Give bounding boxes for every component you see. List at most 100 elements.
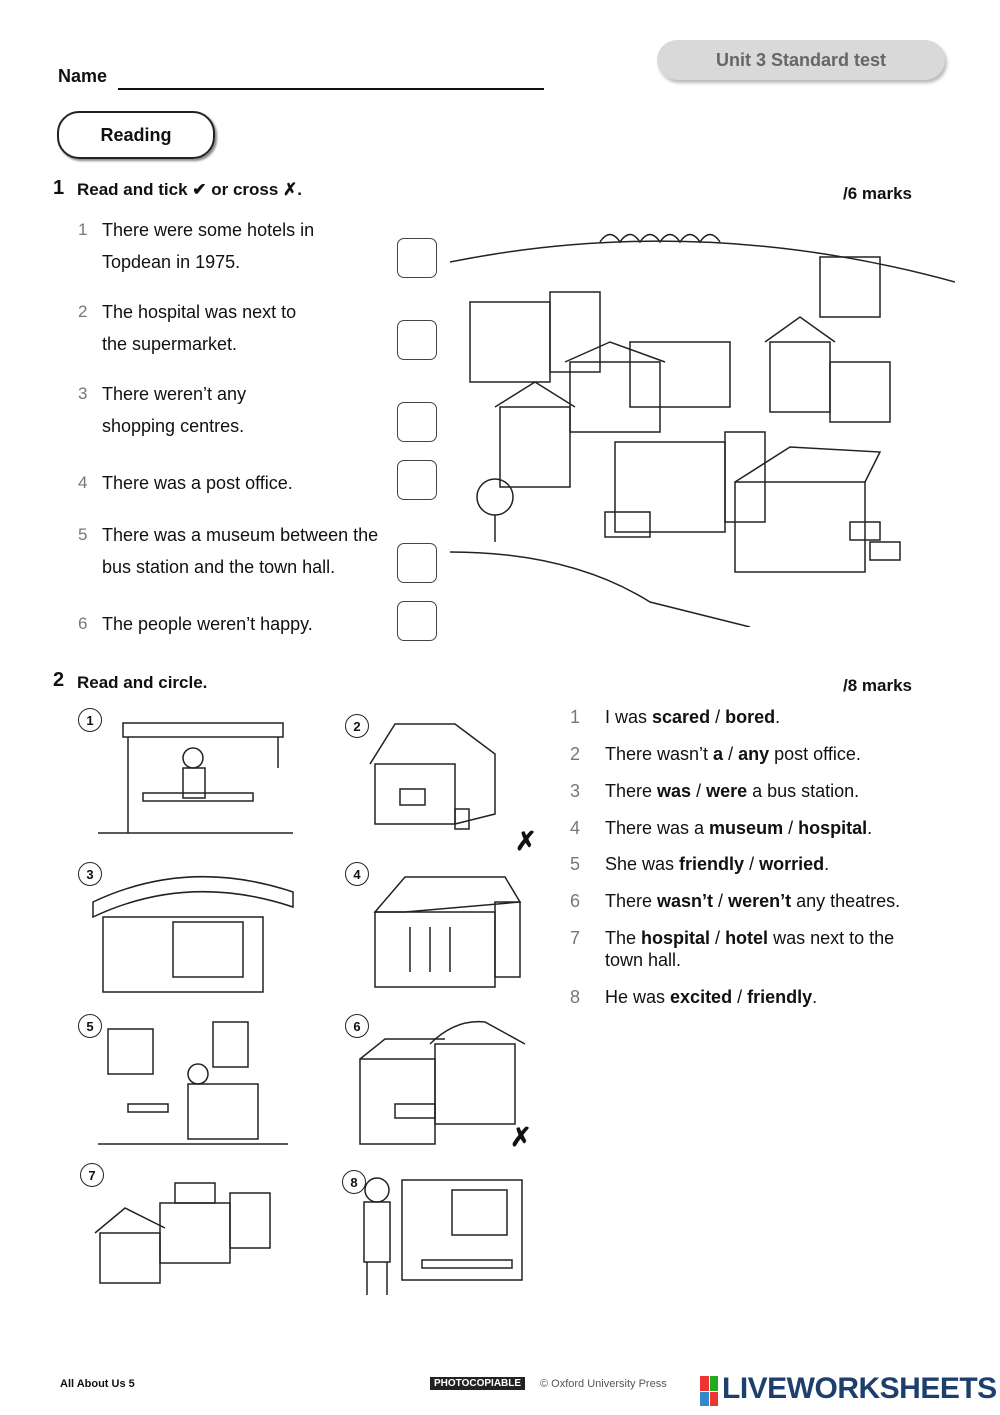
sentence-fragment: was next to the town hall. [605,928,895,970]
answer-option[interactable]: was [657,781,692,801]
sentence-fragment: a bus station. [747,781,860,801]
question-number: 4 [78,473,88,492]
reading-heading: Reading [57,111,215,159]
picture-number: 4 [345,862,369,886]
picture-2-illustration [369,723,496,830]
sentence-text: There wasn’t a / any post office. [605,743,935,765]
sentence-fragment: . [867,818,873,838]
name-field[interactable] [118,88,544,90]
unit-title: Unit 3 Standard test [657,40,945,80]
sentence-text: There wasn’t / weren’t any theatres. [605,890,935,912]
sentence-fragment: . [812,987,818,1007]
liveworksheets-logo-icon [700,1376,718,1406]
answer-option[interactable]: were [706,781,748,801]
section-2-title: Read and circle. [77,673,208,692]
section-1-title: Read and tick ✔ or cross ✗. [77,180,303,199]
sentence-number: 3 [570,781,581,801]
question-number: 5 [78,525,88,544]
answer-option[interactable]: scared [652,707,711,727]
sentence-number: 4 [570,818,581,838]
answer-option[interactable]: museum [709,818,784,838]
sentence-fragment: . [775,707,781,727]
answer-option[interactable]: weren’t [728,891,792,911]
section-2-marks: /8 marks [843,676,912,695]
picture-number: 7 [80,1163,104,1187]
sentence-number: 8 [570,987,581,1007]
sentence-text: I was scared / bored. [605,706,935,728]
answer-option[interactable]: any [738,744,770,764]
section-1-number: 1 [53,177,65,199]
answer-box-3[interactable] [397,402,437,442]
question-number: 2 [78,302,88,321]
sentence-number: 7 [570,928,581,948]
answer-option[interactable]: worried [759,854,825,874]
answer-box-1[interactable] [397,238,437,278]
question-text: The hospital was next to the supermarket… [102,302,297,354]
section-2-number: 2 [53,669,65,691]
sentence-fragment: There [605,891,658,911]
picture-number: 6 [345,1014,369,1038]
sentence-fragment: The [605,928,642,948]
sentence-text: The hospital / hotel was next to the tow… [605,927,935,971]
photocopiable-label: PHOTOCOPIABLE [430,1377,526,1390]
sentence-number: 2 [570,744,581,764]
sentence-fragment: / [710,707,726,727]
answer-option[interactable]: hospital [798,818,868,838]
answer-box-5[interactable] [397,543,437,583]
answer-box-2[interactable] [397,320,437,360]
sentence-fragment: / [723,744,739,764]
sentence-fragment: / [713,891,729,911]
picture-number: 3 [78,862,102,886]
question-text: There weren’t any shopping centres. [102,384,247,436]
answer-option[interactable]: friendly [679,854,745,874]
answer-option[interactable]: a [713,744,724,764]
picture-number: 8 [342,1170,366,1194]
sentence-fragment: There wasn’t [605,744,714,764]
answer-option[interactable]: friendly [747,987,813,1007]
sentence-fragment: I was [605,707,653,727]
sentence-fragment: / [744,854,760,874]
sentence-text: He was excited / friendly. [605,986,935,1008]
sentence-number: 6 [570,891,581,911]
picture-number: 2 [345,714,369,738]
sentence-fragment: / [710,928,726,948]
sentence-number: 5 [570,854,581,874]
question-text: There were some hotels in Topdean in 197… [102,220,315,272]
sentence-text: There was a museum / hospital. [605,817,935,839]
answer-box-6[interactable] [397,601,437,641]
liveworksheets-watermark: LIVEWORKSHEETS [722,1372,997,1405]
town-map-illustration [450,233,955,627]
question-text: There was a post office. [102,473,293,493]
answer-option[interactable]: excited [670,987,733,1007]
sentence-fragment: There [605,781,658,801]
picture-number: 1 [78,708,102,732]
sentence-fragment: / [732,987,748,1007]
answer-option[interactable]: bored [725,707,776,727]
answer-box-4[interactable] [397,460,437,500]
cross-mark-6: ✗ [510,1122,532,1152]
cross-mark-2: ✗ [515,826,537,856]
sentence-fragment: post office. [769,744,861,764]
sentence-fragment: He was [605,987,671,1007]
answer-option[interactable]: hotel [725,928,769,948]
question-number: 6 [78,614,88,633]
sentence-fragment: / [691,781,707,801]
sentence-fragment: . [824,854,830,874]
picture-7-illustration [94,1182,271,1284]
name-label: Name [58,66,108,86]
picture-6-illustration [359,1020,526,1145]
picture-4-illustration [373,876,522,988]
sentence-fragment: / [783,818,799,838]
answer-option[interactable]: hospital [641,928,711,948]
answer-option[interactable]: wasn’t [657,891,714,911]
picture-1-illustration [98,722,293,834]
sentence-fragment: any theatres. [791,891,901,911]
sentence-text: She was friendly / worried. [605,853,935,875]
question-text: There was a museum between the bus stati… [102,525,379,577]
question-text: The people weren’t happy. [102,614,313,634]
sentence-text: There was / were a bus station. [605,780,935,802]
picture-3-illustration [92,876,294,993]
question-number: 1 [78,220,88,239]
book-title: All About Us 5 [60,1378,135,1390]
